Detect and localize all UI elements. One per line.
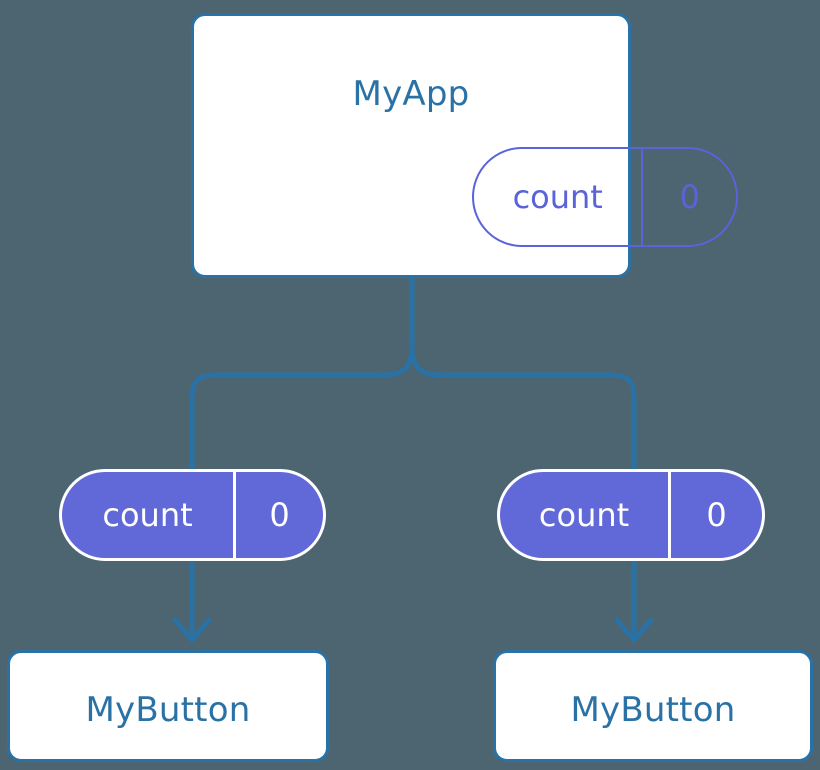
- props-value-label: 0: [269, 496, 290, 534]
- state-pill-myapp[interactable]: count 0: [472, 147, 738, 247]
- arrow-head-left: [172, 617, 212, 643]
- component-node-myapp[interactable]: MyApp count 0: [191, 13, 738, 278]
- props-key-label: count: [500, 472, 672, 558]
- props-pill-left[interactable]: count 0: [59, 469, 326, 561]
- component-node-mybutton-left[interactable]: MyButton: [7, 650, 329, 762]
- state-value-label: 0: [679, 178, 700, 216]
- component-node-mybutton-right[interactable]: MyButton: [493, 650, 813, 762]
- props-pill-right[interactable]: count 0: [497, 469, 765, 561]
- branch-split-right: [409, 342, 637, 472]
- arrow-head-right: [614, 617, 654, 643]
- component-title-mybutton: MyButton: [570, 690, 736, 730]
- state-key-label: count: [474, 149, 644, 245]
- props-key-label: count: [62, 472, 237, 558]
- branch-split-left: [189, 342, 415, 472]
- component-title-mybutton: MyButton: [85, 690, 251, 730]
- props-value-label: 0: [706, 496, 727, 534]
- component-title-myapp: MyApp: [352, 74, 470, 114]
